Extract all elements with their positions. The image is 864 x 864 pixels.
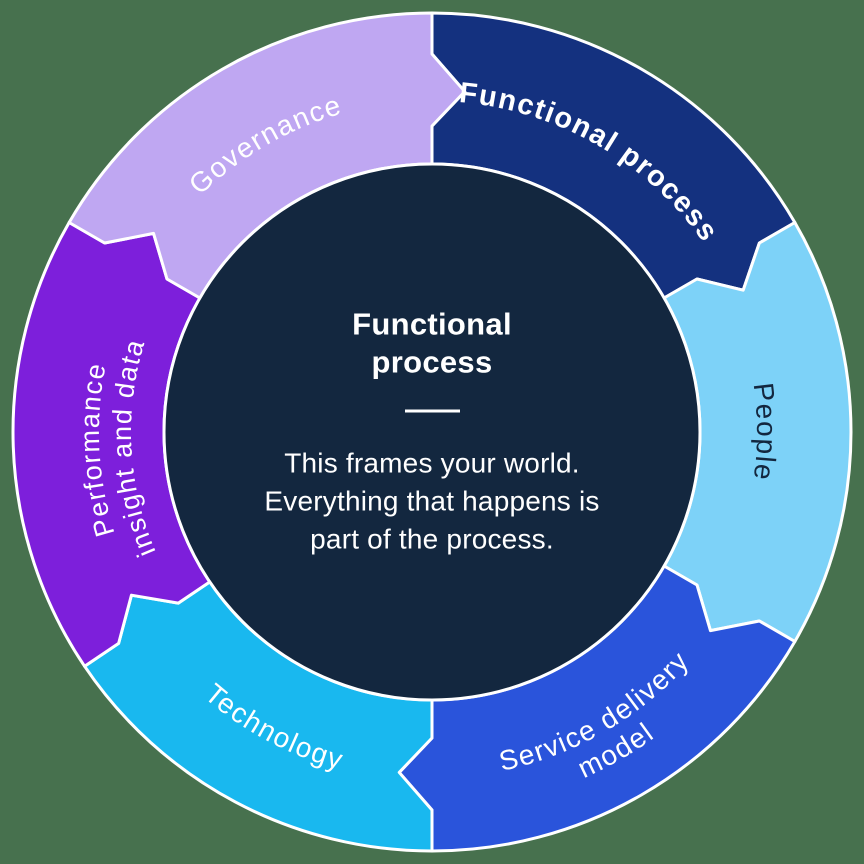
center-description-line: part of the process.: [310, 523, 554, 555]
center-panel: Functional process This frames your worl…: [217, 306, 647, 559]
center-description-line: This frames your world.: [284, 447, 580, 479]
center-circle: [162, 162, 702, 702]
center-description-line: Everything that happens is: [264, 485, 600, 517]
center-description: This frames your world. Everything that …: [217, 445, 647, 559]
segment-label-people: People: [748, 381, 782, 483]
divider-line: [404, 409, 460, 413]
center-title: Functional process: [217, 306, 647, 382]
center-title-line: Functional: [352, 306, 512, 342]
center-title-line: process: [371, 344, 493, 380]
